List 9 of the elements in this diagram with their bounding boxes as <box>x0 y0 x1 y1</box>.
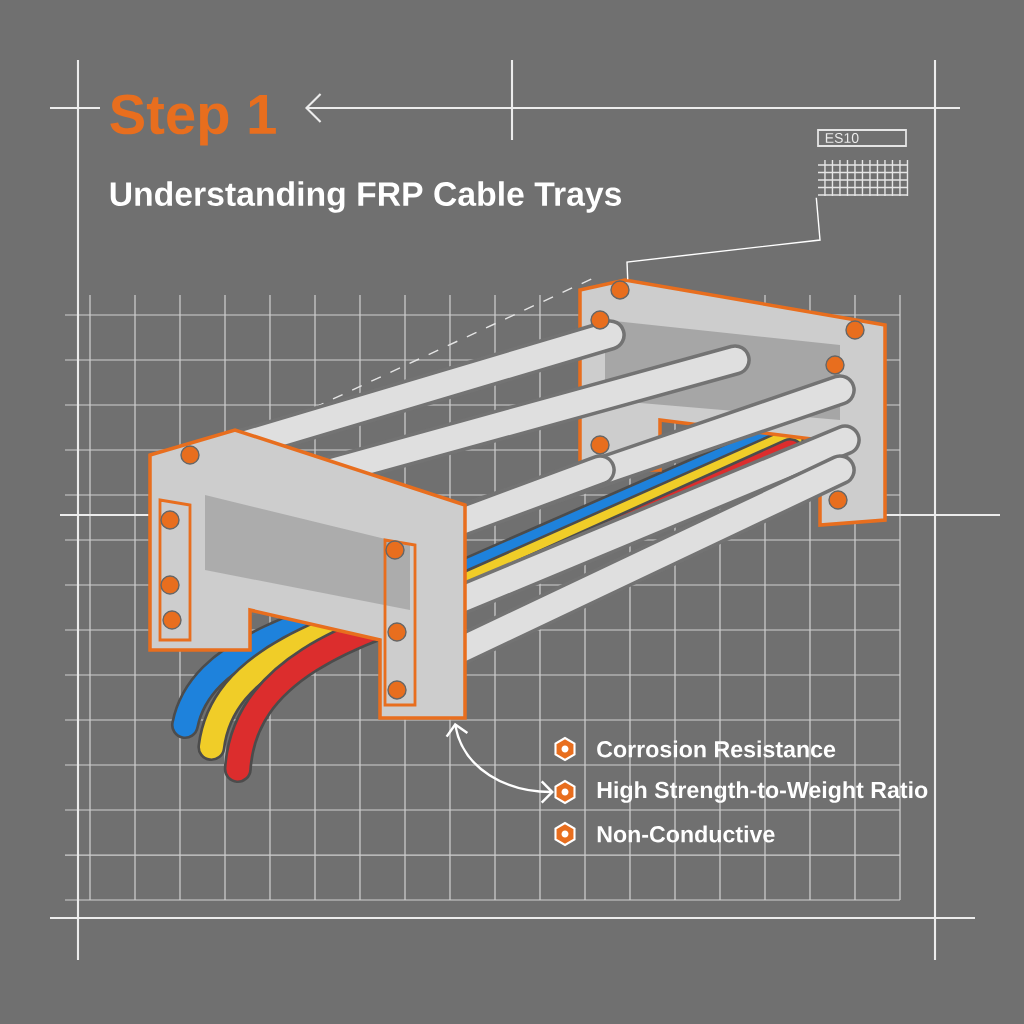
curved-arrow <box>445 722 554 804</box>
cable-tray-drawing <box>148 278 887 720</box>
feature-text: High Strength-to-Weight Ratio <box>597 781 928 803</box>
subtitle: Understanding FRP Cable Trays <box>110 181 622 213</box>
step-title: Step 1 <box>110 94 276 146</box>
title-block: ES10 <box>817 129 909 197</box>
feature-text: Non-Conductive <box>597 825 775 843</box>
feature-text: Corrosion Resistance <box>597 740 836 758</box>
leader-line <box>626 197 821 280</box>
